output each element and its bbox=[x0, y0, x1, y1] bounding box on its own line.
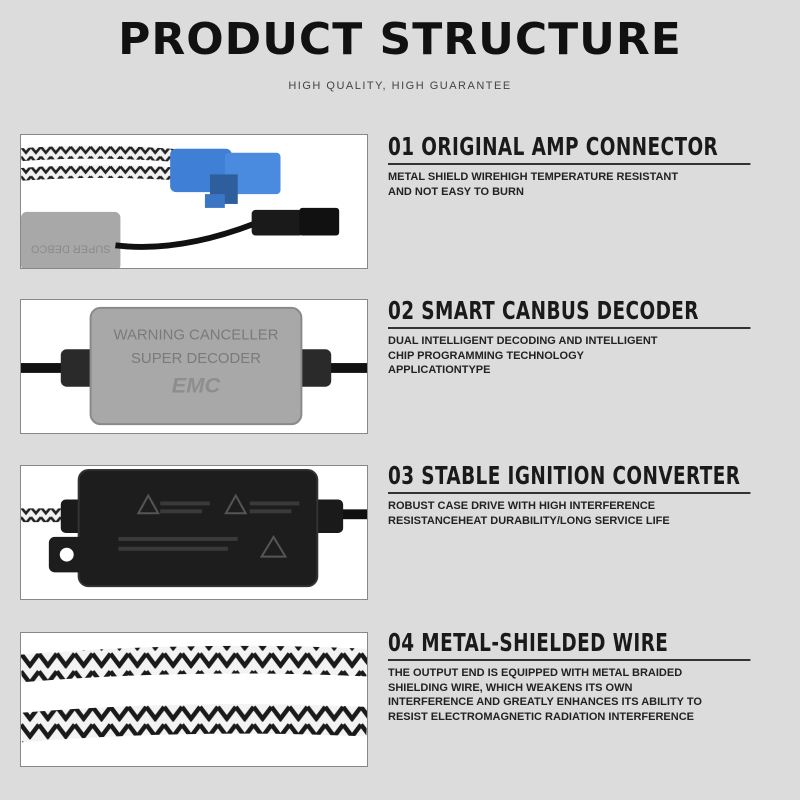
feature-description: DUAL INTELLIGENT DECODING AND INTELLIGEN… bbox=[388, 335, 658, 376]
super-decoder-text: SUPER DECODER bbox=[131, 351, 261, 367]
page-subtitle: HIGH QUALITY, HIGH GUARANTEE bbox=[288, 80, 512, 92]
emc-logo-text: EMC bbox=[172, 373, 221, 398]
feature-title: 03 STABLE IGNITION CONVERTER bbox=[388, 461, 751, 494]
shielded-wire-photo bbox=[20, 632, 368, 767]
page-title: PRODUCT STRUCTURE bbox=[118, 14, 682, 65]
warning-canceller-text: WARNING CANCELLER bbox=[113, 327, 278, 343]
feature-amp-connector: 01 ORIGINAL AMP CONNECTOR METAL SHIELD W… bbox=[388, 132, 751, 199]
amp-connector-photo: SUPER DEBCO bbox=[20, 134, 368, 269]
canbus-decoder-photo: WARNING CANCELLER SUPER DECODER EMC bbox=[20, 299, 368, 434]
decoder-label-text: SUPER DEBCO bbox=[31, 242, 111, 254]
feature-ignition-converter: 03 STABLE IGNITION CONVERTER ROBUST CASE… bbox=[388, 461, 751, 528]
feature-title: 02 SMART CANBUS DECODER bbox=[388, 296, 751, 329]
feature-title: 01 ORIGINAL AMP CONNECTOR bbox=[388, 132, 751, 165]
feature-canbus-decoder: 02 SMART CANBUS DECODER DUAL INTELLIGENT… bbox=[388, 296, 751, 378]
feature-description: METAL SHIELD WIREHIGH TEMPERATURE RESIST… bbox=[388, 171, 679, 198]
feature-shielded-wire: 04 METAL-SHIELDED WIRE THE OUTPUT END IS… bbox=[388, 628, 751, 724]
feature-description: ROBUST CASE DRIVE WITH HIGH INTERFERENCE… bbox=[388, 500, 670, 527]
ignition-converter-photo bbox=[20, 465, 368, 600]
feature-title: 04 METAL-SHIELDED WIRE bbox=[388, 628, 751, 661]
feature-description: THE OUTPUT END IS EQUIPPED WITH METAL BR… bbox=[388, 667, 702, 723]
